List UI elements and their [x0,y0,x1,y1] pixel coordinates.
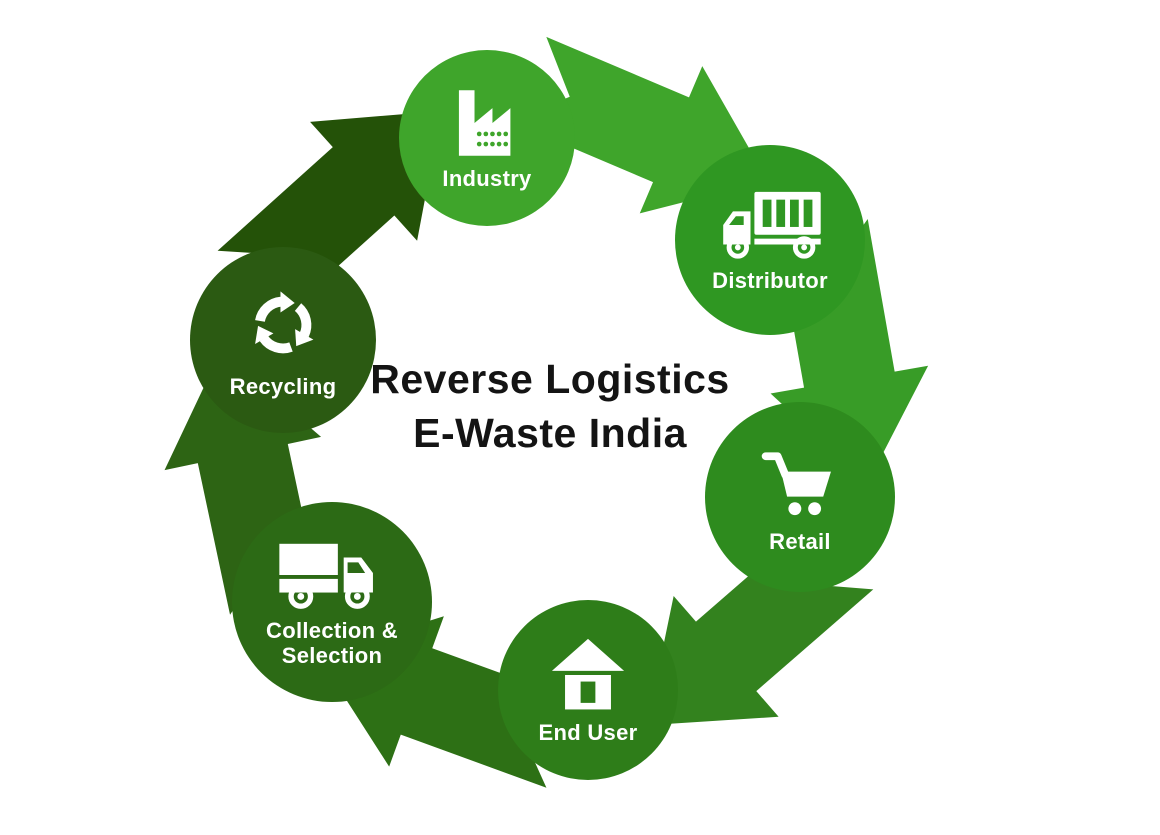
node-industry-label: Industry [442,166,532,192]
arrow-retail-to-end-user [646,519,874,726]
node-retail: Retail [705,402,895,592]
node-retail-label: Retail [769,529,831,555]
delivery-truck-icon [279,543,373,609]
house-icon [551,639,625,710]
node-industry: Industry [399,50,575,226]
node-collection-selection-label: Collection & Selection [266,617,398,668]
factory-icon [458,90,511,157]
node-recycling-label: Recycling [229,374,337,400]
diagram-title: Reverse Logistics E-Waste India [330,352,770,460]
node-collection-selection: Collection & Selection [232,502,432,702]
cargo-truck-icon [723,192,821,259]
node-distributor-label: Distributor [712,268,828,294]
node-end-user: End User [498,600,678,780]
title-line-1: Reverse Logistics [370,356,730,402]
arrow-recycling-to-industry [217,111,442,320]
node-end-user-label: End User [538,720,638,746]
recycle-arrows-icon [255,291,314,354]
arrow-industry-to-distributor [510,36,768,214]
shopping-cart-icon [761,452,831,516]
node-distributor: Distributor [675,145,865,335]
title-line-2: E-Waste India [413,410,687,457]
node-recycling: Recycling [190,247,376,433]
